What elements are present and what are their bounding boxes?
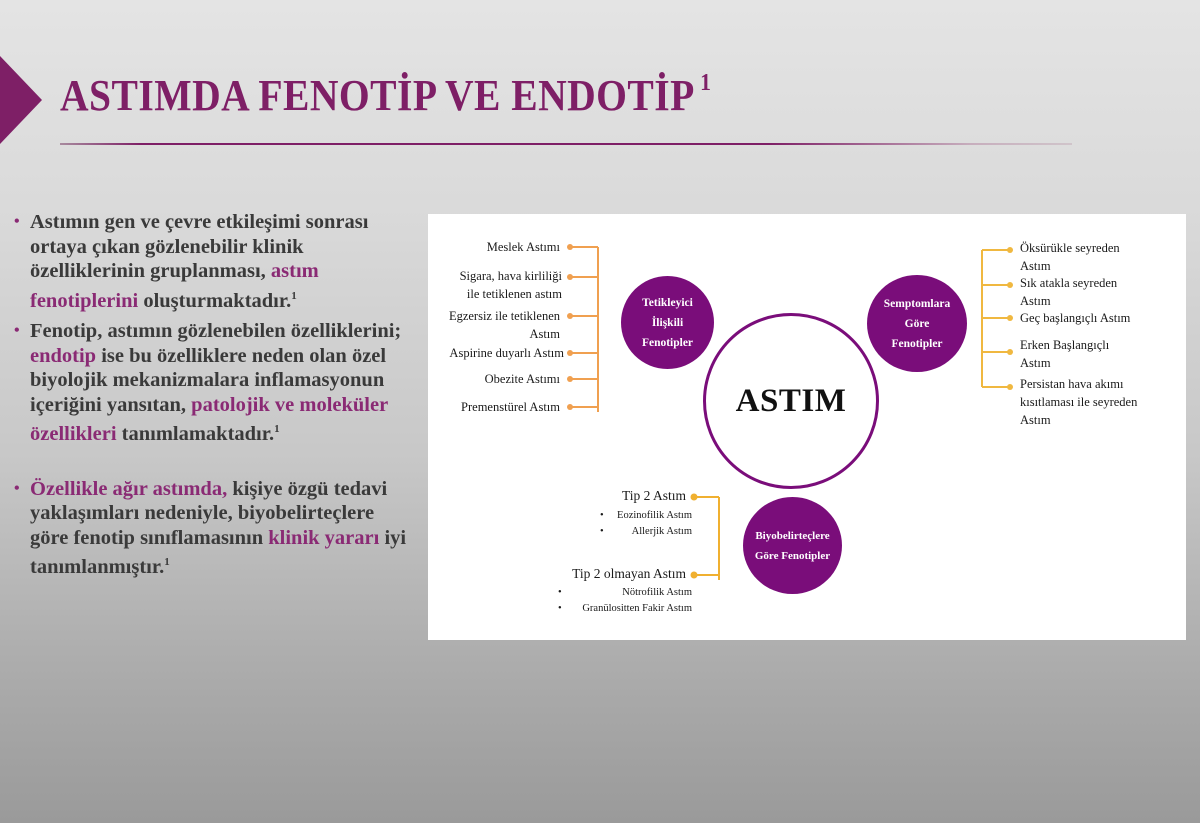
title-reference: 1 [700,70,712,96]
biomarker-subitem-neutrophilic: Nötrofilik Astım [622,587,692,598]
bullet-dot-icon: • [600,526,604,537]
reference-mark: 1 [164,556,170,568]
bullet-item-1: • Astımın gen ve çevre etkileşimi sonras… [14,211,369,312]
trigger-item-obesity: Obezite Astımı [484,372,560,386]
bullet-dot-icon: • [600,510,604,521]
title-divider [60,143,1072,145]
trigger-item-occupational: Meslek Astımı [486,240,560,254]
bullet-item-2: • Fenotip, astımın gözlenebilen özellikl… [14,320,402,445]
trigger-item-premenstrual: Premenstürel Astım [461,400,560,414]
bullet-dot-icon: • [558,603,562,614]
center-circle-astim: ASTIM [703,313,879,489]
biomarker-subitem-eosinophilic: Eozinofilik Astım [617,510,692,521]
biomarker-item-non-type2: Tip 2 olmayan Astım [572,566,686,581]
reference-mark: 1 [274,423,280,435]
trigger-item-aspirin: Aspirine duyarlı Astım [449,346,564,360]
connector-lines [567,244,1013,580]
bullet-dot-icon: • [14,479,20,497]
symptom-item-late-onset: Geç başlangıçlı Astım [1020,311,1131,325]
biomarker-subitem-allergic: Allerjik Astım [631,526,692,537]
bullet-item-3: • Özellikle ağır astımda, kişiye özgü te… [14,477,407,579]
bullet-dot-icon: • [14,322,20,339]
bullet-dot-icon: • [558,587,562,598]
bullet-list: • Astımın gen ve çevre etkileşimi sonras… [14,210,414,580]
bullet-dot-icon: • [14,213,20,230]
title-arrow-marker [0,56,42,144]
biomarker-item-type2: Tip 2 Astım [621,488,686,503]
biomarker-subitem-paucigranulocytic: Granülositten Fakir Astım [582,603,692,614]
reference-mark: 1 [291,289,297,302]
